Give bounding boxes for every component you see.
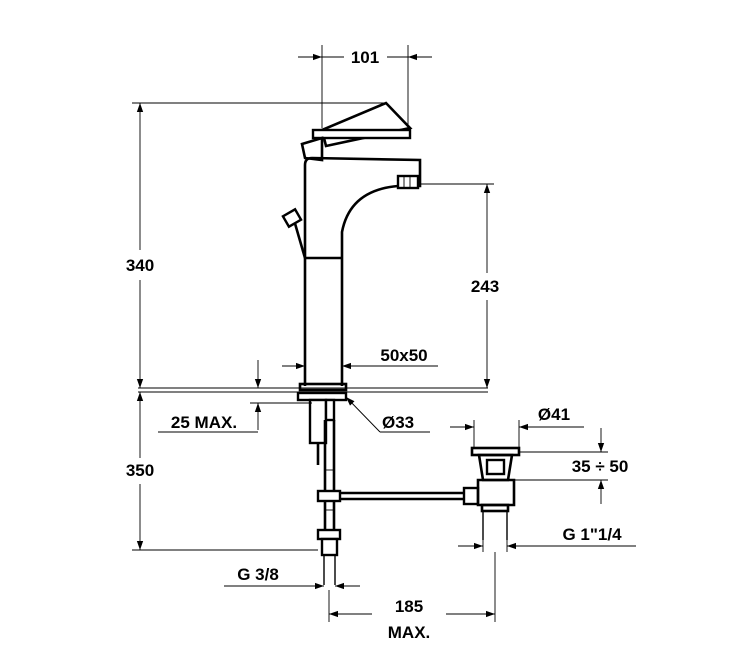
dim-waste-range: 35 ÷ 50	[514, 428, 628, 504]
dim-label-total-height: 340	[126, 256, 154, 275]
dim-label-inlet-thread: G 3/8	[237, 565, 279, 584]
dim-label-mount-diameter: Ø33	[382, 413, 414, 432]
dim-label-rod-distance: 185	[395, 597, 423, 616]
dim-inlet-thread: G 3/8	[224, 565, 360, 590]
popup-rod-knob	[281, 207, 307, 259]
dim-label-below-deck: 350	[126, 461, 154, 480]
dim-deck-max: 25 MAX.	[158, 360, 312, 433]
waste-valve	[462, 446, 521, 540]
dim-waste-thread: G 1"1/4	[458, 525, 636, 552]
dim-rod-distance: 185 MAX.	[328, 552, 496, 642]
dim-mount-diameter: Ø33	[345, 396, 430, 433]
dim-label-spout-height: 243	[471, 277, 499, 296]
dim-label-spout-reach: 101	[351, 48, 379, 67]
dim-label-body-section: 50x50	[380, 346, 427, 365]
dim-spout-reach: 101	[298, 45, 432, 128]
dim-waste-diameter: Ø41	[450, 405, 584, 448]
dim-total-height: 340	[126, 102, 386, 388]
dim-label-waste-range: 35 ÷ 50	[572, 457, 629, 476]
dim-label-waste-diameter: Ø41	[538, 405, 570, 424]
faucet-body	[298, 156, 422, 392]
dim-label-deck-max: 25 MAX.	[171, 413, 237, 432]
dim-body-section: 50x50	[282, 346, 438, 370]
lever-handle	[300, 101, 413, 162]
supply-hose	[316, 420, 342, 585]
dim-spout-height: 243	[418, 183, 499, 388]
dim-below-deck: 350	[126, 392, 318, 551]
dim-label-rod-distance-note: MAX.	[388, 623, 431, 642]
mounting-assembly	[296, 391, 348, 465]
popup-rod	[316, 489, 464, 503]
dim-label-waste-thread: G 1"1/4	[562, 525, 622, 544]
